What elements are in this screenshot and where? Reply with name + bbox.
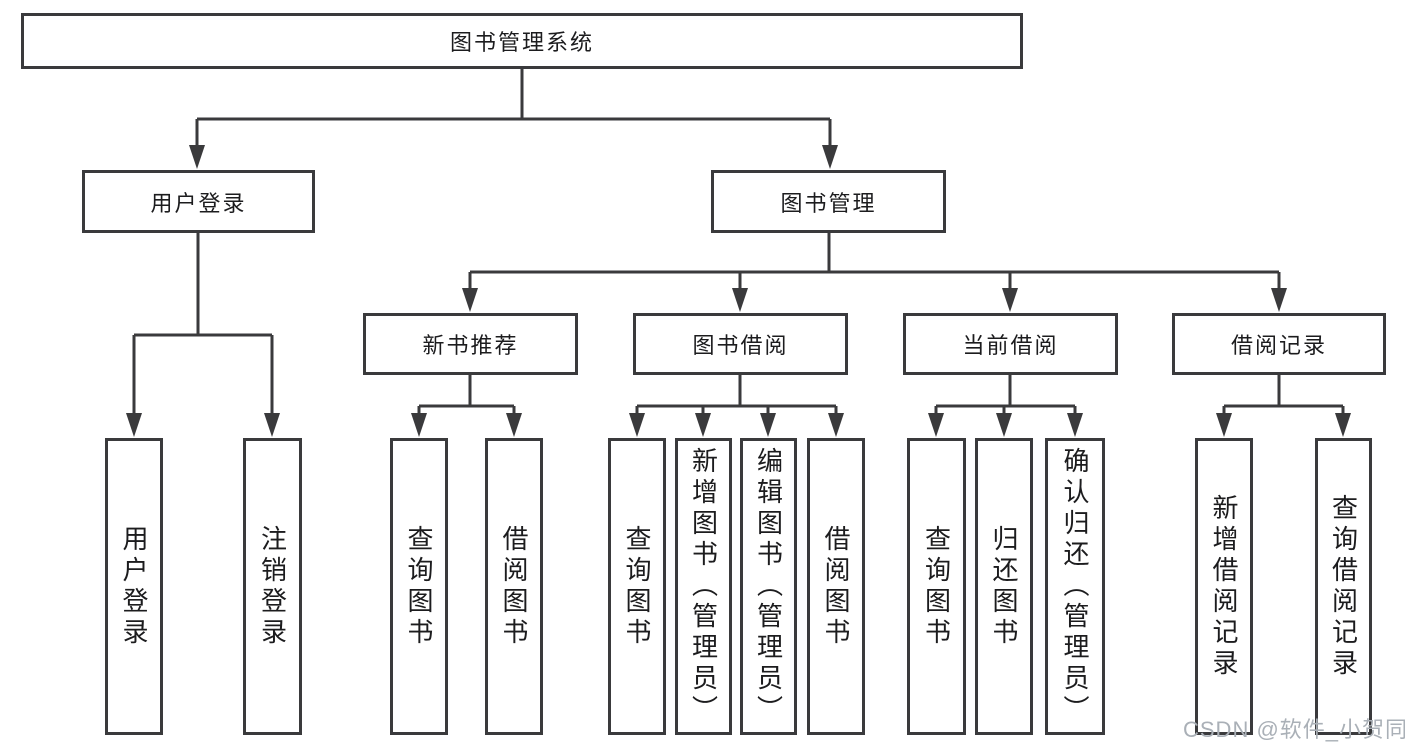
leaf-borrow-books: 借阅图书 [807, 438, 865, 735]
leaf-user-login: 用户登录 [105, 438, 163, 735]
node-current-borrow: 当前借阅 [903, 313, 1118, 375]
leaf-borrow-books-recommend: 借阅图书 [485, 438, 543, 735]
node-new-book-recommend: 新书推荐 [363, 313, 578, 375]
node-user-login: 用户登录 [82, 170, 315, 233]
leaf-query-books-current: 查询图书 [907, 438, 966, 735]
csdn-watermark: CSDN @软件_小贺同学 [1183, 717, 1405, 742]
leaf-query-books-borrow: 查询图书 [608, 438, 666, 735]
node-borrow-records: 借阅记录 [1172, 313, 1386, 375]
leaf-query-books-recommend: 查询图书 [390, 438, 448, 735]
leaf-add-borrow-record: 新增借阅记录 [1195, 438, 1253, 735]
node-book-management: 图书管理 [711, 170, 946, 233]
leaf-query-borrow-record: 查询借阅记录 [1315, 438, 1372, 735]
leaf-edit-book-admin: 编辑图书（管理员） [740, 438, 797, 735]
node-book-borrow: 图书借阅 [633, 313, 848, 375]
node-root-system: 图书管理系统 [21, 13, 1023, 69]
leaf-confirm-return-admin: 确认归还（管理员） [1045, 438, 1105, 735]
leaf-add-book-admin: 新增图书（管理员） [675, 438, 732, 735]
leaf-return-books: 归还图书 [975, 438, 1033, 735]
leaf-logout: 注销登录 [243, 438, 302, 735]
